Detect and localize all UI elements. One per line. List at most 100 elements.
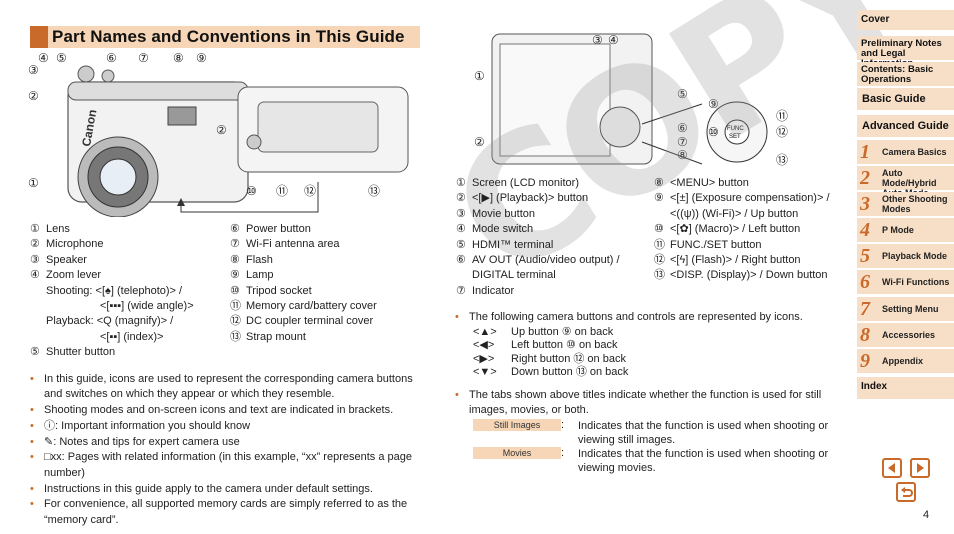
back-callout-3: ③ xyxy=(592,33,603,47)
list-item: ⑬<DISP. (Display)> / Down button xyxy=(654,269,828,282)
back-callout-8: ⑧ xyxy=(677,148,688,162)
control-dial-small xyxy=(599,106,641,148)
callout-2b: ② xyxy=(216,123,227,137)
camera-top-front xyxy=(67,81,249,101)
arrow-left-icon xyxy=(888,463,895,473)
tab-still-desc: Indicates that the function is used when… xyxy=(578,419,829,446)
note-item: Shooting modes and on-screen icons and t… xyxy=(30,403,415,419)
camera-front-illustration: Canon ③ ④ ⑤ ⑥ ⑦ ⑧ ⑨ ② ② ① ⑩ ⑪ ⑫ ⑬ xyxy=(28,52,409,217)
tab-movies: Movies xyxy=(473,446,561,459)
list-item: ②<[▶] (Playback)> button xyxy=(456,192,589,205)
note-item: Instructions in this guide apply to the … xyxy=(30,482,415,498)
note-item: ✎: Notes and tips for expert camera use xyxy=(30,435,415,451)
back-parts-col2: ⑧<MENU> button ⑨<[±] (Exposure compensat… xyxy=(654,176,854,284)
next-page-button[interactable] xyxy=(910,458,930,478)
arrow-right-icon xyxy=(917,463,924,473)
zoom-playback-line1: Playback: <Q (magnify)> / xyxy=(46,315,174,328)
zoom-shooting-line2: <[▪▪▪] (wide angle)> xyxy=(100,300,194,313)
list-item: ⑧<MENU> button xyxy=(654,177,749,189)
tab-still-images: Still Images xyxy=(473,418,561,431)
back-button[interactable] xyxy=(896,482,916,502)
back-callout-11: ⑪ xyxy=(776,109,788,123)
power-button-drawing xyxy=(101,69,115,83)
flash-unit xyxy=(167,106,197,126)
page-title: Part Names and Conventions in This Guide xyxy=(52,27,405,46)
back-callout-10: ⑩ xyxy=(708,125,719,139)
sidebar-cover[interactable]: Cover xyxy=(857,10,954,30)
zoom-shooting-line1: Shooting: <[♠] (telephoto)> / xyxy=(46,284,183,297)
list-item: <((ψ)) (Wi-Fi)> / Up button xyxy=(670,207,799,220)
tab-movies-desc: Indicates that the function is used when… xyxy=(578,447,829,474)
note-item: ⓘ: Important information you should know xyxy=(30,419,415,435)
callout-7: ⑦ xyxy=(138,52,149,65)
button-legend-item: <▲>Up button ⑨ on back xyxy=(473,325,614,338)
notes-right: The following camera buttons and control… xyxy=(455,310,850,479)
sidebar-basic-guide[interactable]: Basic Guide xyxy=(857,88,954,110)
button-legend-item: <▶>Right button ⑫ on back xyxy=(473,352,626,365)
title-marker xyxy=(30,26,48,48)
list-item: ⑨<[±] (Exposure compensation)> / xyxy=(654,192,830,205)
bottom-view-bracket xyxy=(180,182,319,213)
sidebar-prelim[interactable]: Preliminary Notes and Legal Information xyxy=(857,36,954,69)
callout-13: ⑬ xyxy=(368,184,380,198)
callout-6: ⑥ xyxy=(106,52,117,65)
camera-back-illustration: FUNC SET ① ② ③ ④ ⑤ ⑥ ⑦ ⑧ ⑨ ⑩ ⑪ ⑫ ⑬ xyxy=(474,33,788,167)
back-callout-13: ⑬ xyxy=(776,153,788,167)
set-label-drawing: SET xyxy=(729,134,741,140)
sidebar-advanced-guide[interactable]: Advanced Guide xyxy=(857,115,954,137)
list-item: ⑫<[ϟ] (Flash)> / Right button xyxy=(654,254,801,267)
page-number: 4 xyxy=(923,509,930,521)
back-callout-9: ⑨ xyxy=(708,97,719,111)
callout-1: ① xyxy=(28,176,39,190)
note-item: The tabs shown above titles indicate whe… xyxy=(455,388,850,419)
tabs-legend: Still Images : Indicates that the functi… xyxy=(473,418,850,479)
prev-page-button[interactable] xyxy=(882,458,902,478)
callout-11: ⑪ xyxy=(276,184,288,198)
note-item: In this guide, icons are used to represe… xyxy=(30,372,415,403)
callout-10: ⑩ xyxy=(246,184,257,198)
callout-12: ⑫ xyxy=(304,184,316,198)
func-set-button xyxy=(724,119,750,145)
callout-9: ⑨ xyxy=(196,52,207,65)
back-callout-12: ⑫ xyxy=(776,125,788,139)
return-icon xyxy=(901,487,913,497)
canon-logo: Canon xyxy=(79,108,99,147)
callout-8: ⑧ xyxy=(173,52,184,65)
list-item: DIGITAL terminal xyxy=(472,269,556,282)
sidebar-index[interactable]: Index xyxy=(857,377,954,399)
callout-3: ③ xyxy=(28,63,39,77)
note-item: □xx: Pages with related information (in … xyxy=(30,450,415,481)
func-label-drawing: FUNC xyxy=(727,126,744,132)
callout-5: ⑤ xyxy=(56,52,67,65)
note-item: For convenience, all supported memory ca… xyxy=(30,497,415,528)
notes-left: In this guide, icons are used to represe… xyxy=(30,372,415,528)
sidebar-contents[interactable]: Contents: Basic Operations xyxy=(857,62,954,86)
